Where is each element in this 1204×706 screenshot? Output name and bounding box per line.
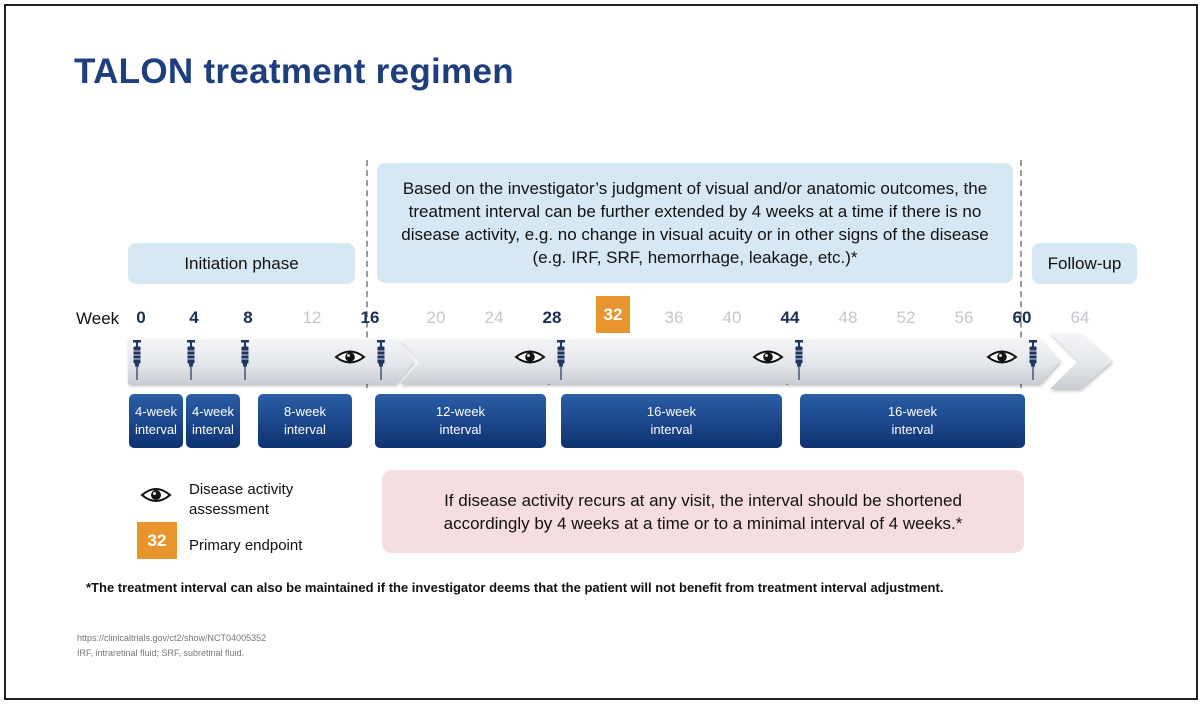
interval-box: 4-week interval (186, 394, 240, 448)
follow-up-box: Follow-up (1032, 243, 1137, 284)
follow-up-start-divider (1020, 160, 1022, 388)
syringe-icon (795, 340, 803, 380)
week-52-label: 52 (896, 308, 916, 327)
legend-endpoint-label: Primary endpoint (189, 537, 303, 554)
week-12-label: 12 (302, 308, 322, 327)
week-32-primary-endpoint-badge: 32 (596, 296, 630, 333)
syringe-icon (133, 340, 141, 380)
week-0-label: 0 (136, 308, 146, 327)
week-60-label: 60 (1012, 308, 1032, 327)
initiation-arrow-segment (128, 339, 414, 384)
week-36-label: 36 (664, 308, 684, 327)
syringe-icon (187, 340, 195, 380)
interval-box: 8-week interval (258, 394, 352, 448)
eye-icon (514, 350, 546, 364)
interval-word: interval (439, 422, 482, 437)
eye-icon (334, 350, 366, 364)
syringe-icon (377, 340, 385, 380)
legend-endpoint-badge: 32 (137, 522, 177, 559)
interval-word: interval (192, 422, 234, 437)
page-title: TALON treatment regimen (74, 52, 514, 91)
week-28-label: 28 (542, 308, 562, 327)
week-64-label: 64 (1070, 308, 1090, 327)
syringe-icon (1029, 340, 1037, 380)
recurrence-note-text: If disease activity recurs at any visit,… (443, 490, 963, 533)
syringe-icon (241, 340, 249, 380)
interval-duration: 16-week (646, 404, 697, 419)
abbreviations: IRF, intraretinal fluid; SRF, subretinal… (77, 648, 245, 658)
footnote: *The treatment interval can also be main… (86, 580, 944, 595)
interval-box: 4-week interval (129, 394, 183, 448)
interval-box: 12-week interval (375, 394, 546, 448)
follow-up-arrow-chevron (1050, 333, 1112, 389)
source-link[interactable]: https://clinicaltrials.gov/ct2/show/NCT0… (77, 633, 267, 643)
week-20-label: 20 (426, 308, 446, 327)
extension-phase-box: Based on the investigator’s judgment of … (377, 163, 1013, 283)
interval-duration: 4-week (135, 404, 177, 419)
interval-duration: 16-week (887, 404, 938, 419)
interval-duration: 12-week (435, 404, 486, 419)
week-4-label: 4 (189, 308, 199, 327)
initiation-phase-box: Initiation phase (128, 243, 355, 284)
interval-word: interval (650, 422, 693, 437)
week-40-label: 40 (722, 308, 742, 327)
eye-icon (140, 488, 172, 502)
week-8-label: 8 (243, 308, 253, 327)
extension-arrow-segment (400, 339, 1060, 384)
week-48-label: 48 (838, 308, 858, 327)
legend-eye-label: Disease activity assessment (189, 481, 294, 518)
initiation-end-divider (366, 160, 368, 388)
interval-duration: 4-week (192, 404, 234, 419)
interval-box: 16-week interval (800, 394, 1025, 448)
interval-word: interval (284, 422, 326, 437)
week-44-label: 44 (780, 308, 800, 327)
interval-word: interval (135, 422, 177, 437)
eye-icon (986, 350, 1018, 364)
eye-icon (752, 350, 784, 364)
syringe-icon (557, 340, 565, 380)
week-axis-label: Week (76, 309, 120, 328)
week-16-label: 16 (360, 308, 380, 327)
interval-duration: 8-week (284, 404, 326, 419)
recurrence-note-box: If disease activity recurs at any visit,… (382, 470, 1024, 553)
week-24-label: 24 (484, 308, 504, 327)
week-56-label: 56 (954, 308, 974, 327)
interval-box: 16-week interval (561, 394, 782, 448)
interval-word: interval (891, 422, 934, 437)
